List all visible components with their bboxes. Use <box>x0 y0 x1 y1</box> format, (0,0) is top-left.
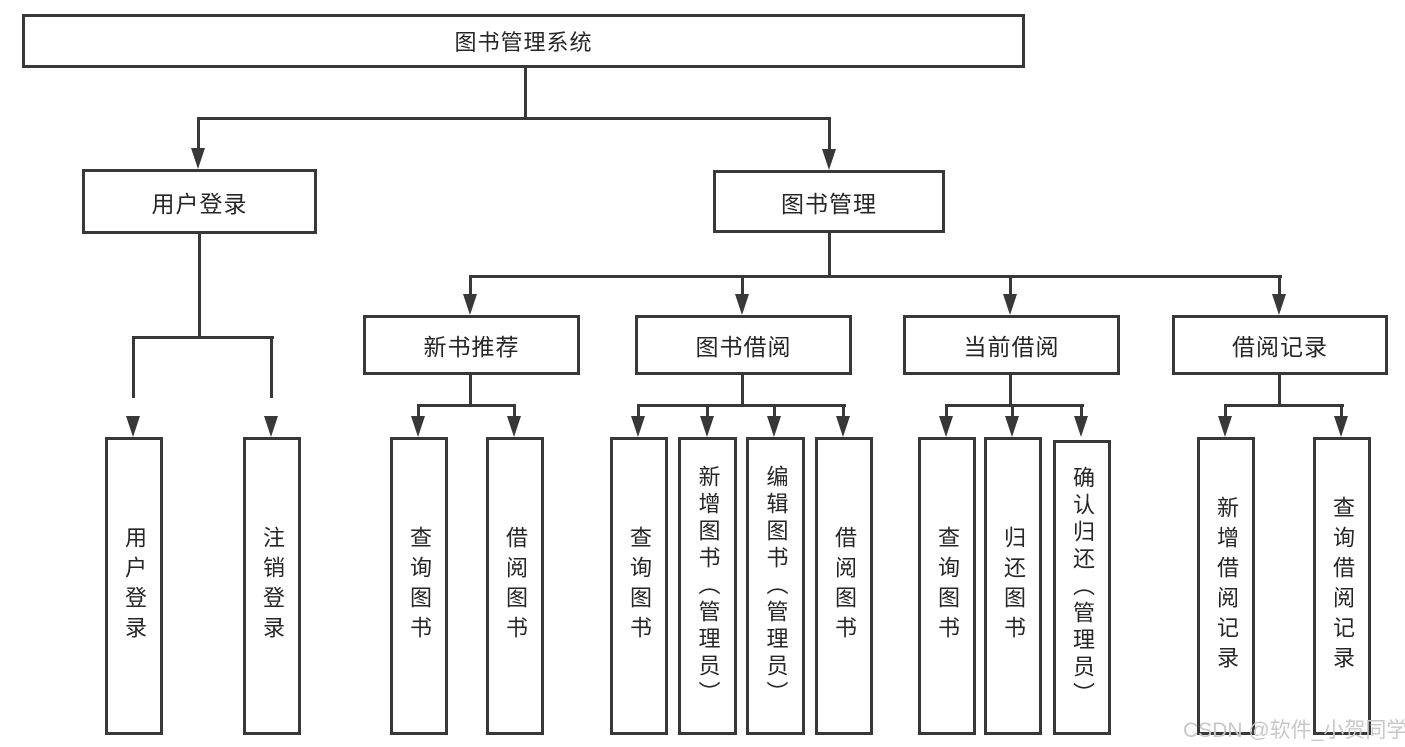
leaf-add-books-admin: 新增图书（管理员） <box>678 437 737 735</box>
connector-line <box>637 404 640 419</box>
connector-line <box>132 336 135 398</box>
connector-line <box>1080 404 1083 419</box>
connector-line <box>1278 374 1281 406</box>
arrow-down-icon <box>1005 416 1019 437</box>
connector-line <box>828 117 831 152</box>
arrow-down-icon <box>700 416 714 437</box>
arrow-down-icon <box>939 416 953 437</box>
arrow-down-icon <box>264 416 278 437</box>
node-borrowing-records: 借阅记录 <box>1172 315 1388 375</box>
leaf-label: 用户登录 <box>122 526 147 646</box>
connector-line <box>417 404 516 407</box>
connector-line <box>513 404 516 419</box>
connector-line <box>1009 374 1012 406</box>
connector-line <box>1224 404 1344 407</box>
leaf-query-books-borrowing: 查询图书 <box>610 437 668 735</box>
leaf-borrow-books-newbook: 借阅图书 <box>486 437 544 735</box>
arrow-down-icon <box>507 416 521 437</box>
arrow-down-icon <box>463 294 477 315</box>
arrow-down-icon <box>631 416 645 437</box>
leaf-label: 归还图书 <box>1001 526 1026 646</box>
node-root-system: 图书管理系统 <box>22 14 1025 68</box>
leaf-add-borrow-record: 新增借阅记录 <box>1197 437 1255 735</box>
connector-line <box>945 404 948 419</box>
leaf-logout-login: 注销登录 <box>243 437 301 735</box>
connector-line <box>197 117 200 151</box>
leaf-label: 确认归还（管理员） <box>1070 466 1095 709</box>
connector-line <box>773 404 776 419</box>
leaf-label: 查询图书 <box>935 526 960 646</box>
node-book-management: 图书管理 <box>713 170 945 233</box>
connector-line <box>1009 275 1012 297</box>
connector-line <box>637 404 846 407</box>
connector-line <box>706 404 709 419</box>
connector-line <box>842 404 845 419</box>
leaf-query-borrow-record: 查询借阅记录 <box>1313 437 1371 735</box>
leaf-label: 编辑图书（管理员） <box>763 464 789 708</box>
connector-line <box>828 231 831 277</box>
connector-line <box>197 117 831 120</box>
leaf-return-books: 归还图书 <box>984 437 1042 735</box>
arrow-down-icon <box>411 416 425 437</box>
arrow-down-icon <box>1074 416 1088 437</box>
arrow-down-icon <box>822 149 836 170</box>
arrow-down-icon <box>836 416 850 437</box>
arrow-down-icon <box>1272 294 1286 315</box>
leaf-label: 查询图书 <box>627 526 652 646</box>
connector-line <box>945 404 1084 407</box>
connector-line <box>132 336 274 339</box>
connector-line <box>524 68 527 119</box>
connector-line <box>1011 404 1014 419</box>
node-user-login: 用户登录 <box>82 169 317 234</box>
node-current-borrowing: 当前借阅 <box>903 315 1120 375</box>
arrow-down-icon <box>735 294 749 315</box>
arrow-down-icon <box>1003 294 1017 315</box>
arrow-down-icon <box>1218 416 1232 437</box>
leaf-user-login: 用户登录 <box>105 437 163 735</box>
leaf-confirm-return-admin: 确认归还（管理员） <box>1053 440 1111 735</box>
leaf-query-books-current: 查询图书 <box>918 437 976 735</box>
leaf-label: 查询图书 <box>407 526 432 646</box>
connector-line <box>469 374 472 406</box>
connector-line <box>417 404 420 419</box>
node-new-book-recommend: 新书推荐 <box>363 315 580 375</box>
connector-line <box>1340 404 1343 419</box>
connector-line <box>469 275 1282 278</box>
leaf-label: 新增借阅记录 <box>1214 496 1239 676</box>
connector-line <box>270 336 273 398</box>
leaf-label: 借阅图书 <box>832 526 857 646</box>
leaf-label: 注销登录 <box>260 526 285 646</box>
connector-line <box>741 275 744 297</box>
arrow-down-icon <box>126 416 140 437</box>
arrow-down-icon <box>1334 416 1348 437</box>
leaf-label: 借阅图书 <box>503 526 528 646</box>
leaf-edit-books-admin: 编辑图书（管理员） <box>746 437 805 735</box>
csdn-watermark: CSDN @软件_小贺同学 <box>1183 719 1405 742</box>
leaf-label: 新增图书（管理员） <box>695 464 721 708</box>
connector-line <box>741 374 744 406</box>
connector-line <box>1278 275 1281 297</box>
arrow-down-icon <box>191 148 205 169</box>
leaf-query-books-newbook: 查询图书 <box>390 437 448 735</box>
connector-line <box>198 233 201 338</box>
connector-line <box>469 275 472 297</box>
connector-line <box>1224 404 1227 419</box>
leaf-borrow-books-borrowing: 借阅图书 <box>815 437 873 735</box>
node-book-borrowing: 图书借阅 <box>635 315 852 375</box>
leaf-label: 查询借阅记录 <box>1330 496 1355 676</box>
arrow-down-icon <box>767 416 781 437</box>
